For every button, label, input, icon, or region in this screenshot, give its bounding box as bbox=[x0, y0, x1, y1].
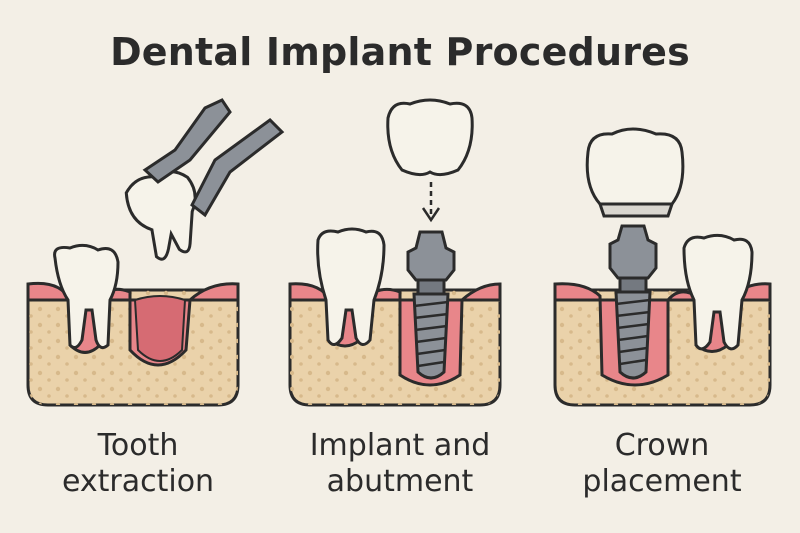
label-implant-abutment: Implant and abutment bbox=[270, 428, 530, 500]
molar-tooth bbox=[53, 243, 120, 350]
label-line: Implant and bbox=[309, 428, 491, 463]
crown bbox=[585, 127, 685, 206]
panel-crown-placement bbox=[553, 127, 772, 407]
implant-screw bbox=[614, 290, 652, 380]
crown-floating bbox=[386, 98, 474, 177]
natural-tooth bbox=[316, 227, 386, 346]
label-line: Tooth bbox=[97, 428, 179, 463]
natural-tooth bbox=[682, 233, 754, 351]
panel-implant-abutment bbox=[288, 98, 502, 407]
label-tooth-extraction: Tooth extraction bbox=[8, 428, 268, 500]
label-line: extraction bbox=[61, 464, 215, 499]
forceps-upper-arm bbox=[142, 98, 232, 184]
socket-hole bbox=[133, 295, 187, 362]
label-line: placement bbox=[582, 464, 742, 499]
label-crown-placement: Crown placement bbox=[532, 428, 792, 500]
panel-tooth-extraction bbox=[26, 98, 285, 407]
label-line: abutment bbox=[326, 464, 474, 499]
forceps-lower-arm bbox=[190, 118, 285, 218]
label-line: Crown bbox=[614, 428, 710, 463]
abutment bbox=[608, 224, 658, 280]
extracted-tooth bbox=[124, 170, 197, 261]
diagram-title: Dental Implant Procedures bbox=[110, 30, 690, 74]
abutment bbox=[406, 230, 456, 282]
crown-base bbox=[597, 202, 675, 218]
